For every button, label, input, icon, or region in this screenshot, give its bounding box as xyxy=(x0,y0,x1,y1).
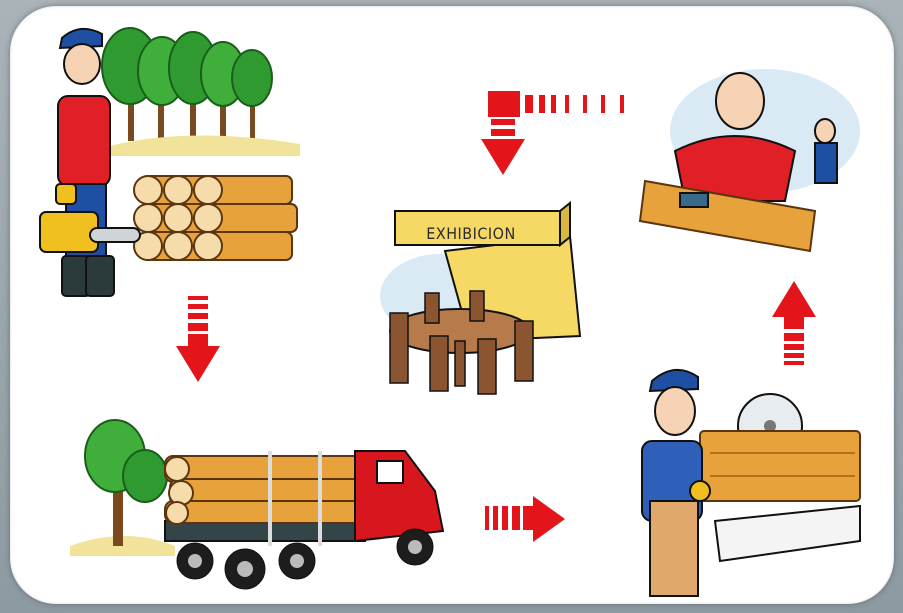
logging-truck-icon xyxy=(165,451,443,589)
diagram-card: EXHIBICION xyxy=(10,6,894,604)
arrow-down-icon xyxy=(176,296,220,382)
sawmill-worker-icon xyxy=(642,370,710,596)
carpenter-panel xyxy=(635,61,885,261)
logging-truck-panel xyxy=(65,411,445,601)
lumberjack-panel xyxy=(30,16,320,316)
chainsaw-icon xyxy=(40,212,140,252)
exhibition-sign-label: EXHIBICION xyxy=(403,222,539,246)
arrow-left-dashed-icon xyxy=(465,91,635,181)
circular-saw-icon xyxy=(700,394,860,561)
arrow-right-icon xyxy=(485,496,565,542)
arrow-up-icon xyxy=(772,281,816,367)
sawmill-panel xyxy=(630,361,870,601)
log-pile-icon xyxy=(134,176,297,260)
tree-icon xyxy=(70,420,175,556)
forest-icon xyxy=(102,28,300,156)
